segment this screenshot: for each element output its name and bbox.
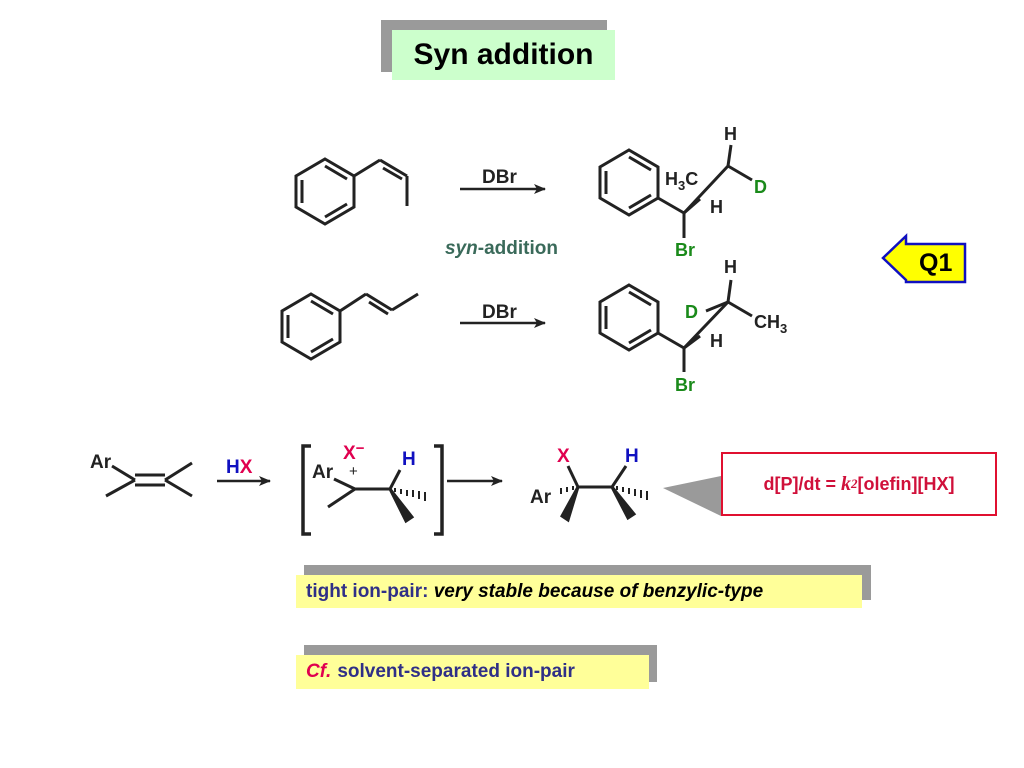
generic-product-ar: Ar — [530, 487, 552, 508]
note1-label: tight ion-pair: — [306, 580, 434, 602]
generic-product-hash — [560, 486, 648, 500]
syn-addition-label: syn-addition — [445, 238, 558, 259]
rate-constant-subscript: 2 — [851, 476, 858, 491]
note2-cf: Cf. — [306, 661, 332, 682]
generic-reagent-hx: HX — [226, 457, 253, 478]
product2-inner-h: H — [710, 331, 723, 351]
reaction1-reagent: DBr — [482, 167, 517, 188]
product2-ring — [598, 279, 753, 372]
product2-top-h: H — [724, 257, 737, 277]
generic-product-bonds — [560, 465, 637, 523]
product2-bromine: Br — [675, 375, 695, 395]
title-box: Syn addition — [392, 30, 615, 80]
reactant-trans-methylstyrene — [280, 292, 419, 361]
note2-text: solvent-separated ion-pair — [337, 661, 575, 682]
intermediate-ar: Ar — [312, 462, 334, 483]
rate-law-left: d[P]/dt = — [763, 473, 837, 494]
q1-callout[interactable]: Q1 — [881, 233, 967, 284]
rate-constant: k — [841, 472, 852, 495]
page-title: Syn addition — [413, 38, 594, 71]
intermediate-x-minus: X− — [343, 440, 365, 464]
product1-top-h: H — [724, 124, 737, 144]
reaction2-reagent: DBr — [482, 302, 517, 323]
generic-product-h: H — [625, 446, 639, 467]
generic-product-x: X — [557, 446, 570, 467]
generic-alkene-ar: Ar — [90, 452, 112, 473]
product1-bromine: Br — [675, 240, 695, 260]
q1-arrow-shape — [881, 233, 967, 284]
q1-label: Q1 — [919, 249, 952, 277]
note-tight-ion-pair: tight ion-pair: very stable because of b… — [296, 575, 862, 608]
note1-detail: very stable because of benzylic-type — [433, 580, 764, 602]
product1-ring — [598, 144, 753, 238]
product1-inner-h: H — [710, 197, 723, 217]
rate-callout-pointer — [663, 476, 721, 516]
product1-methyl: H3C — [665, 169, 698, 193]
reactant-cis-methylstyrene — [294, 157, 409, 226]
intermediate-h: H — [402, 449, 416, 470]
generic-alkene — [105, 461, 193, 498]
intermediate-bonds — [327, 469, 415, 524]
intermediate-hash — [394, 488, 426, 501]
product2-methyl: CH3 — [754, 312, 787, 336]
product2-deuterium: D — [685, 302, 698, 322]
rate-law-right: [olefin][HX] — [857, 473, 955, 494]
intermediate-brackets — [301, 444, 444, 536]
note-solvent-separated: Cf.solvent-separated ion-pair — [296, 655, 649, 689]
product1-deuterium: D — [754, 177, 767, 197]
intermediate-plus: + — [349, 463, 358, 480]
